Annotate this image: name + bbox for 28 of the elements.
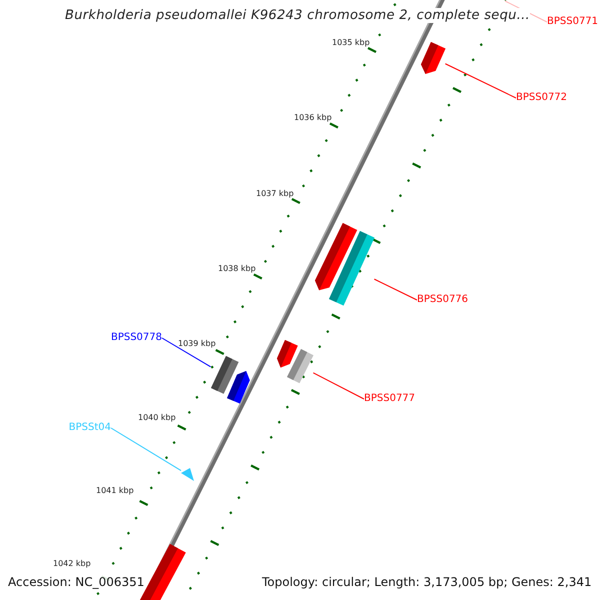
gene-label: BPSSt04 [68,421,111,435]
leader-line [110,428,182,472]
scale-label: 1039 kbp [178,339,216,349]
gene-bar [328,230,374,306]
map-info-text: Topology: circular; Length: 3,173,005 bp; Genes: 2,341 [262,575,592,590]
leader-line [444,63,516,98]
gene-label: BPSS0776 [417,293,468,307]
scale-label: 1040 kbp [138,413,176,423]
leader-line [374,278,418,300]
gene-bar [226,371,250,404]
map-title: Burkholderia pseudomallei K96243 chromosome 2, complete sequ... [65,8,530,23]
gene-bar [276,340,298,368]
gene-bar [420,42,446,74]
gene-triangle [181,468,194,481]
gene-label: BPSS0771 [547,15,598,29]
scale-label: 1037 kbp [256,189,294,199]
scale-label: 1042 kbp [53,559,91,569]
gene-label: BPSS0778 [110,331,162,345]
gene-label: BPSS0777 [364,392,416,406]
map-info-text: Accession: NC_006351 [8,575,144,590]
gene-bar [286,348,314,384]
scale-label: 1036 kbp [294,113,332,123]
scale-label: 1035 kbp [332,38,370,48]
gene-label: BPSS0772 [516,91,568,105]
leader-line [162,338,212,368]
scale-label: 1038 kbp [218,264,256,274]
leader-line [312,372,364,400]
scale-label: 1041 kbp [96,486,134,496]
